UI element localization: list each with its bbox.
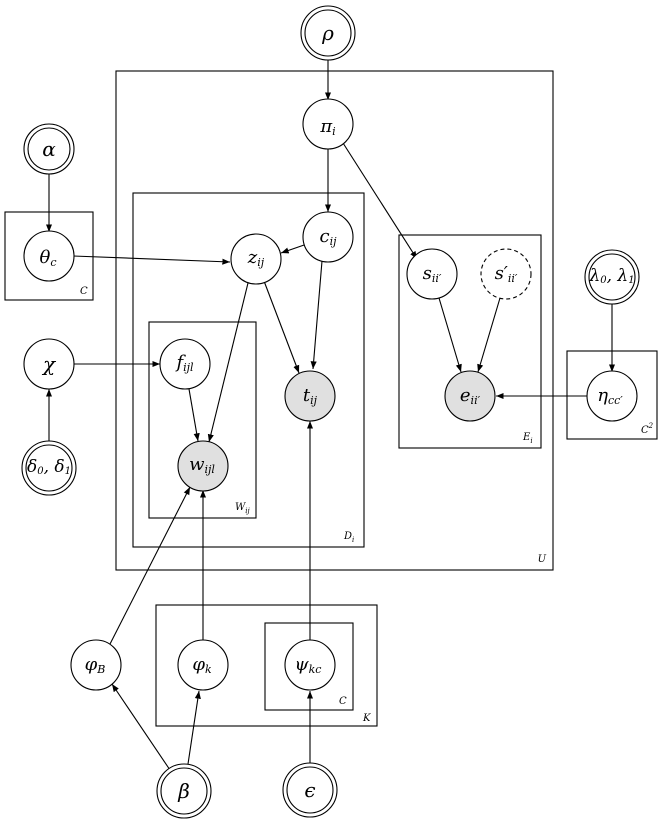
- svg-text:ρ: ρ: [321, 21, 334, 45]
- node-t: tij: [284, 370, 336, 422]
- node-chi: χ: [23, 338, 75, 390]
- edge-sp-e: [477, 297, 501, 373]
- svg-text:sii′: sii′: [423, 263, 442, 285]
- svg-text:β: β: [177, 779, 190, 803]
- edge-z-w: [207, 282, 249, 443]
- edges: [45, 60, 616, 771]
- node-epsilon: ϵ: [282, 762, 338, 818]
- edge-c-z: [280, 243, 308, 254]
- node-lambda: λ0, λ1: [584, 249, 640, 305]
- plate-label-K: K: [362, 713, 371, 724]
- svg-text:s′ii′: s′ii′: [495, 263, 518, 285]
- edge-pi-s: [342, 142, 418, 260]
- plate-C-psi: [264, 622, 354, 711]
- svg-text:cij: cij: [319, 226, 337, 248]
- node-f: fijl: [159, 338, 211, 390]
- svg-text:λ0, λ1: λ0, λ1: [588, 266, 634, 286]
- svg-text:α: α: [42, 137, 56, 161]
- svg-text:ηcc′: ηcc′: [597, 385, 623, 407]
- plate-D: [132, 192, 365, 548]
- node-theta: θc: [23, 230, 75, 282]
- svg-text:πi: πi: [319, 116, 335, 138]
- svg-text:tij: tij: [303, 385, 318, 407]
- svg-text:ϵ: ϵ: [304, 778, 315, 802]
- plate-label-W: Wij: [235, 502, 251, 515]
- plate-label-U: U: [538, 554, 547, 565]
- node-psi: ψkc: [284, 639, 336, 691]
- nodes: ρ πi α θc cij zij sii′: [21, 5, 640, 819]
- svg-text:φk: φk: [192, 654, 212, 676]
- node-w: wijl: [177, 440, 229, 492]
- edge-theta-z: [72, 255, 231, 265]
- node-phi-k: φk: [177, 639, 229, 691]
- edge-beta-phik: [187, 690, 201, 765]
- node-beta: β: [156, 763, 212, 819]
- edge-s-e: [438, 297, 462, 373]
- node-rho: ρ: [300, 5, 356, 61]
- edge-beta-phiB: [111, 683, 171, 771]
- node-delta: δ0, δ1: [21, 440, 77, 496]
- edge-c-t: [310, 260, 323, 370]
- node-c: cij: [302, 211, 354, 263]
- node-e: eii′: [444, 370, 496, 422]
- node-phi-B: φB: [70, 639, 122, 691]
- svg-text:eii′: eii′: [460, 385, 481, 407]
- plate-K: [155, 604, 378, 727]
- plate-E: [398, 234, 542, 449]
- plate-label-C-theta: C: [80, 286, 88, 297]
- node-s-prime: s′ii′: [480, 248, 532, 300]
- plate-label-E: Ei: [522, 432, 533, 445]
- node-alpha: α: [23, 123, 75, 175]
- plate-U: [115, 70, 554, 571]
- svg-text:zij: zij: [247, 247, 265, 269]
- plate-label-D: Di: [343, 531, 354, 544]
- plate-label-C-psi: C: [339, 696, 347, 707]
- svg-text:φB: φB: [85, 654, 106, 676]
- node-z: zij: [230, 233, 282, 285]
- node-s: sii′: [406, 248, 458, 300]
- plates: U Di Wij Ei C C2 K C: [4, 70, 658, 727]
- edge-f-w: [188, 388, 200, 442]
- plate-label-C2: C2: [641, 422, 654, 436]
- edge-phiB-w: [108, 486, 191, 647]
- svg-text:wijl: wijl: [189, 454, 215, 476]
- svg-text:δ0, δ1: δ0, δ1: [27, 457, 71, 477]
- svg-text:χ: χ: [41, 352, 57, 376]
- node-eta: ηcc′: [586, 370, 638, 422]
- svg-text:ψkc: ψkc: [295, 654, 322, 676]
- svg-text:θc: θc: [39, 247, 56, 269]
- node-pi: πi: [302, 98, 354, 150]
- edge-z-t: [263, 280, 300, 374]
